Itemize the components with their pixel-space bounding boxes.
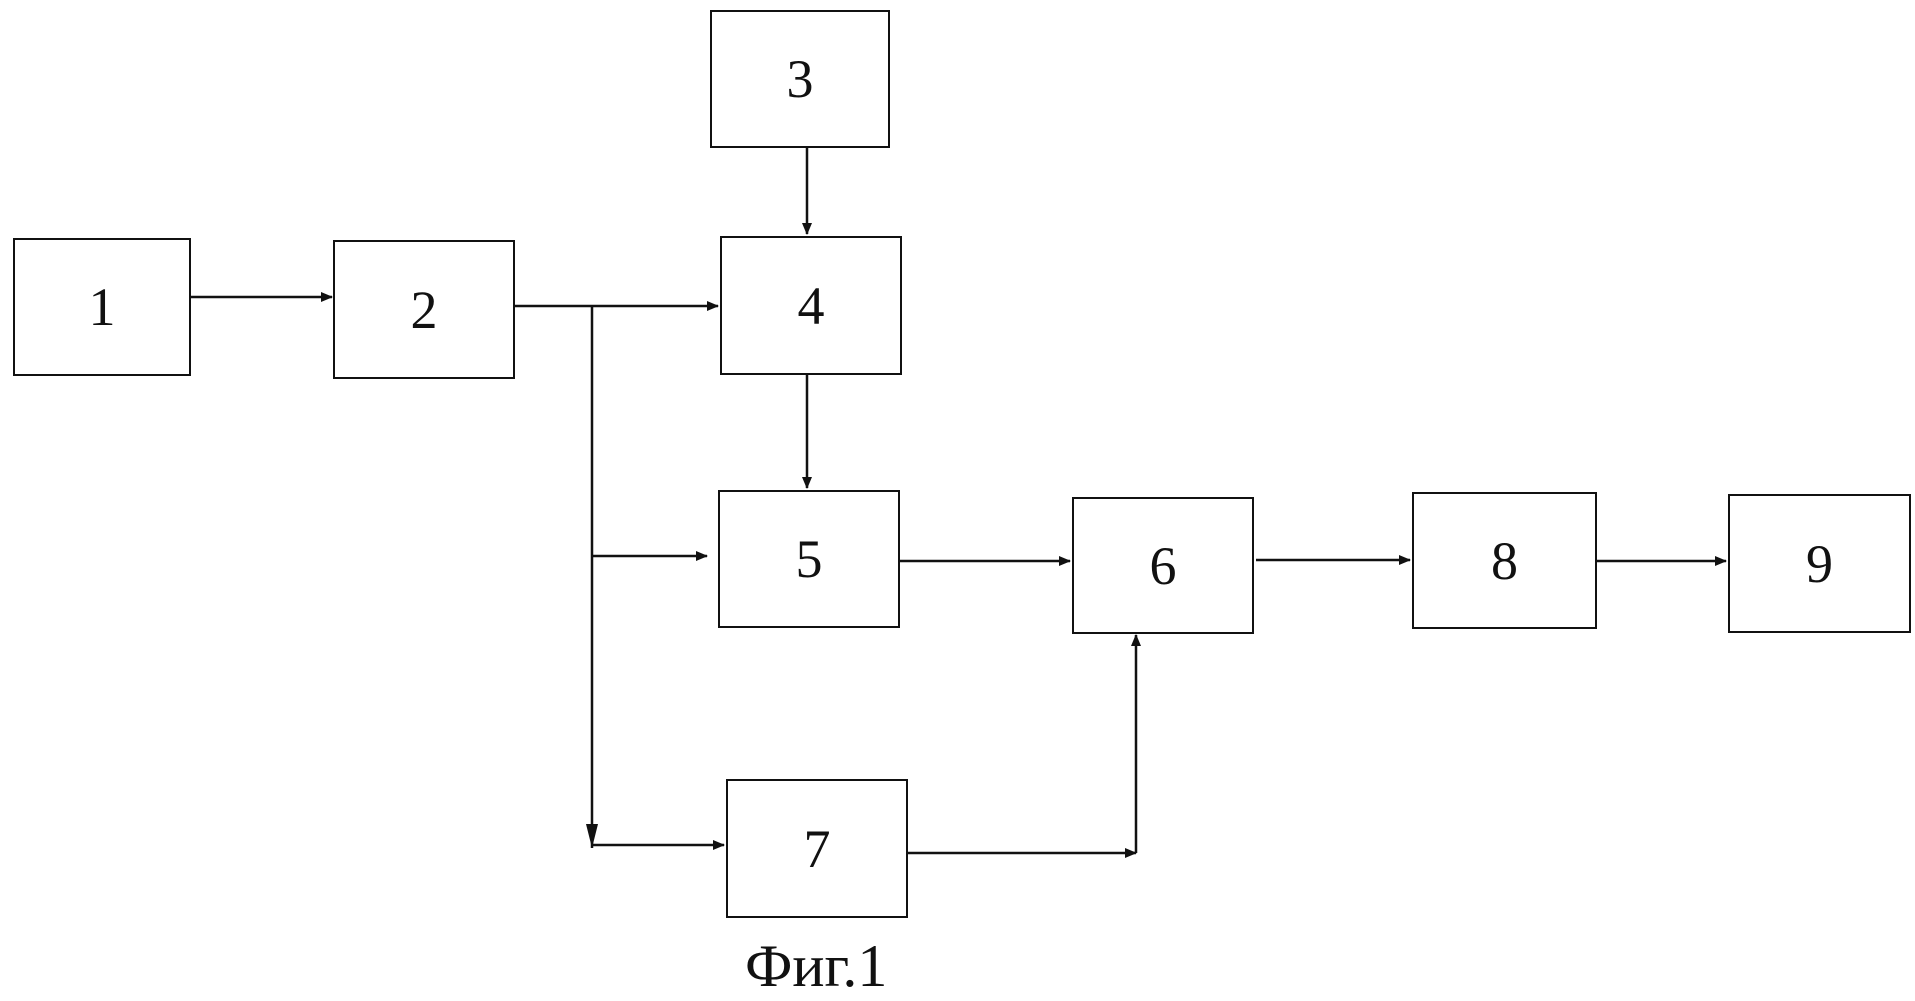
block-4-label: 4 [798, 275, 825, 337]
block-9: 9 [1728, 494, 1911, 633]
block-3: 3 [710, 10, 890, 148]
block-5-label: 5 [796, 528, 823, 590]
block-9-label: 9 [1806, 533, 1833, 595]
block-6: 6 [1072, 497, 1254, 634]
block-6-label: 6 [1150, 535, 1177, 597]
block-4: 4 [720, 236, 902, 375]
block-2: 2 [333, 240, 515, 379]
block-7-label: 7 [804, 818, 831, 880]
block-5: 5 [718, 490, 900, 628]
block-1-label: 1 [89, 276, 116, 338]
block-8: 8 [1412, 492, 1597, 629]
block-1: 1 [13, 238, 191, 376]
block-8-label: 8 [1491, 530, 1518, 592]
block-2-label: 2 [411, 279, 438, 341]
block-3-label: 3 [787, 48, 814, 110]
block-7: 7 [726, 779, 908, 918]
